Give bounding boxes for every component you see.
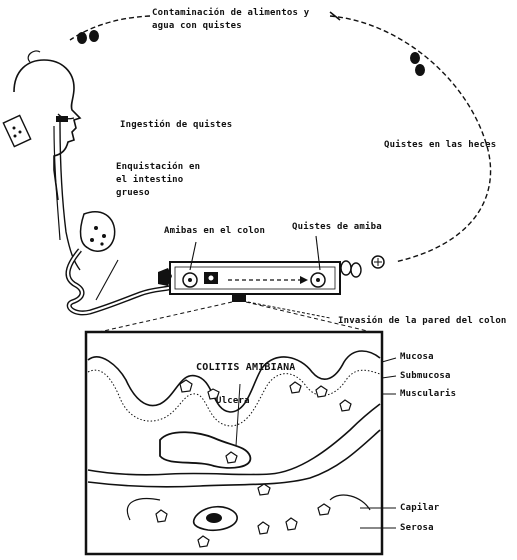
label-contamination-line2: agua con quistes	[152, 21, 242, 32]
esophagus	[60, 122, 80, 270]
label-ingestion: Ingestión de quistes	[120, 120, 232, 131]
label-enquistation-line2: el intestino	[116, 175, 183, 186]
cyst-dark-2	[89, 30, 99, 42]
label-invasion: Invasión de la pared del colon	[338, 316, 507, 327]
food-item	[3, 115, 30, 146]
label-quistes-heces: Quistes en las heces	[384, 140, 496, 151]
label-enquistation-line3: grueso	[116, 188, 150, 199]
invasion-site	[232, 294, 246, 302]
label-colitis-title: COLITIS AMIBIANA	[196, 362, 296, 373]
label-ulcera: Ulcera	[216, 396, 250, 407]
label-capilar: Capilar	[400, 503, 439, 514]
label-submucosa: Submucosa	[400, 371, 451, 382]
label-muscularis: Muscularis	[400, 389, 456, 400]
label-amebas-colon: Amibas en el colon	[164, 226, 265, 237]
label-serosa: Serosa	[400, 523, 434, 534]
cyst-dark-4	[415, 64, 425, 76]
stomach	[81, 212, 115, 251]
label-enquistation-line1: Enquistación en	[116, 162, 200, 173]
label-quistes-ameba: Quistes de amiba	[292, 222, 382, 233]
label-mucosa: Mucosa	[400, 352, 434, 363]
cyst-dark-3	[410, 52, 420, 64]
label-contamination-line1: Contaminación de alimentos y	[152, 8, 309, 19]
cyst-dark-1	[77, 32, 87, 44]
